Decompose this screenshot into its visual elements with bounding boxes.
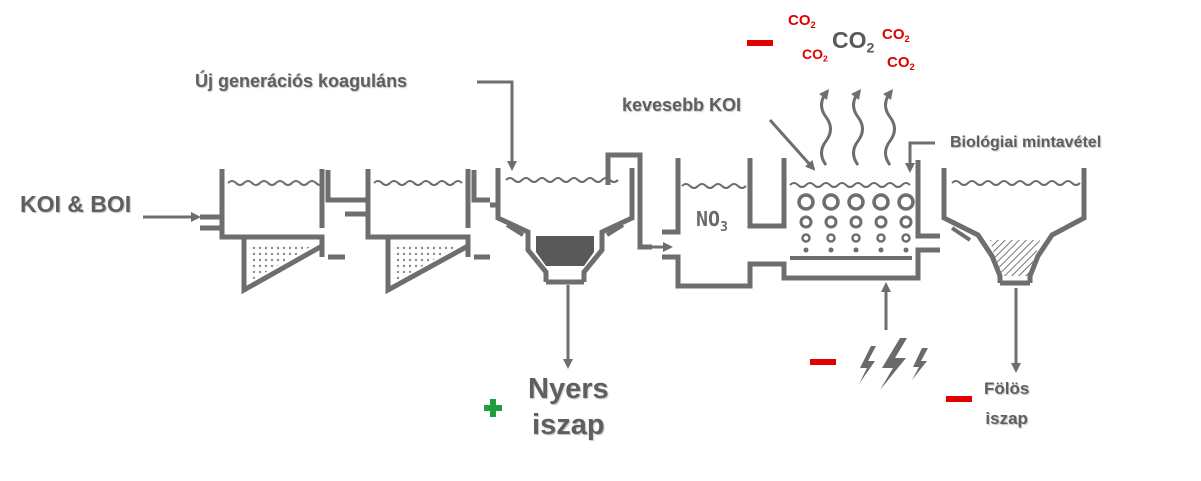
sampling-arrow — [905, 141, 935, 173]
raw-sludge-pile — [536, 236, 594, 266]
tank-primary-settler-2 — [345, 169, 490, 295]
excess-sludge-pile — [990, 240, 1040, 276]
excess-sludge-label: Fölös iszap — [984, 374, 1029, 434]
raw-sludge-label: Nyers iszap — [528, 371, 609, 443]
tank-aeration — [767, 158, 940, 281]
excess-sludge-label-line2: iszap — [985, 409, 1028, 428]
tank-denitrification — [662, 158, 767, 289]
wavy-arrow-icon — [851, 88, 864, 166]
aeration-bubbles — [797, 193, 915, 253]
plus-icon — [484, 399, 502, 417]
less-cod-arrow — [768, 119, 816, 171]
co2-small-label: CO2 — [802, 46, 828, 64]
wavy-arrow-icon — [883, 88, 896, 166]
raw-sludge-label-line2: iszap — [532, 409, 605, 441]
input-label: KOI & BOI — [20, 191, 132, 217]
sediment-2 — [394, 245, 460, 282]
tank-final-clarifier — [941, 168, 1087, 286]
co2-main-label: CO2 — [832, 27, 875, 57]
tank-coagulation-clarifier — [490, 152, 652, 285]
co2-small-label: CO2 — [788, 12, 816, 30]
tank-primary-settler-1 — [200, 169, 345, 295]
lightning-icon — [859, 338, 928, 390]
minus-icon — [810, 359, 836, 365]
sediment-1 — [252, 245, 314, 280]
wavy-arrow-icon — [819, 88, 832, 166]
minus-icon — [747, 40, 773, 46]
co2-small-label: CO2 — [887, 54, 915, 72]
coagulant-arrow — [477, 80, 517, 171]
raw-sludge-label-line1: Nyers — [528, 373, 609, 405]
co2-small-label: CO2 — [882, 26, 910, 44]
nitrate-label: NO3 — [696, 207, 728, 235]
bio-sampling-label: Biológiai mintavétel — [950, 134, 1102, 151]
coagulant-label: Új generációs koaguláns — [195, 71, 408, 91]
minus-icon — [946, 396, 972, 402]
less-cod-label: kevesebb KOI — [622, 95, 742, 115]
excess-sludge-label-line1: Fölös — [984, 379, 1030, 398]
